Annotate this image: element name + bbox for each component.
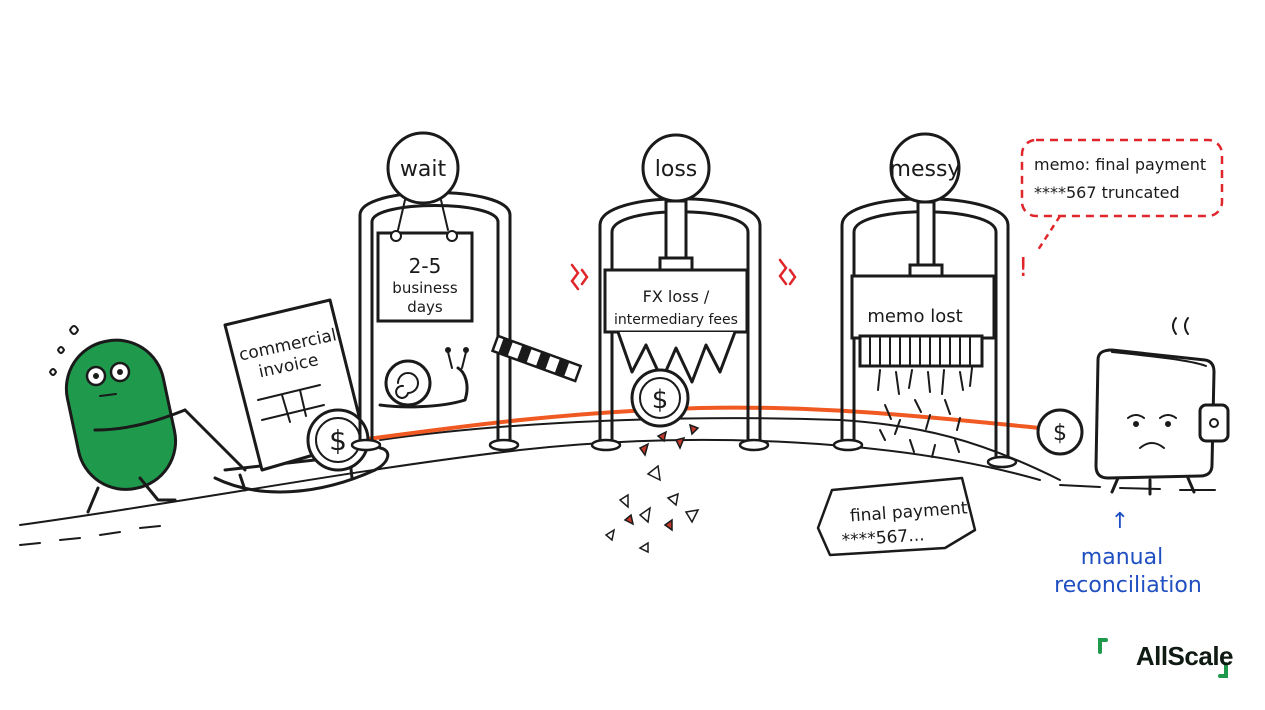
dollar-coin-cut: $ (630, 368, 690, 428)
wait-sign-line-1: 2-5 (409, 254, 442, 278)
snail-icon (378, 347, 469, 409)
reconciliation-note: ↑ manual reconciliation (1054, 509, 1202, 598)
station-wait-label: wait (400, 157, 447, 182)
brand-name: AllScale (1135, 640, 1234, 671)
sad-wallet (1094, 317, 1230, 496)
station-messy: messy memo lost final payment ****567... (816, 132, 1018, 557)
reconciliation-line-1: manual (1081, 545, 1163, 570)
green-character (49, 325, 187, 514)
shredder: memo lost (850, 274, 996, 458)
wait-sign-line-2: business (392, 279, 458, 297)
coin-fragments (604, 423, 700, 554)
station-loss-label: loss (655, 157, 698, 182)
loss-sign-line-2: intermediary fees (614, 312, 738, 328)
memo-bubble-line-2: ****567 truncated (1034, 183, 1180, 202)
road (19, 417, 1216, 546)
reconciliation-line-2: reconciliation (1054, 573, 1202, 598)
coin-symbol-1: $ (329, 424, 347, 457)
dollar-coin-wallet: $ (1036, 408, 1084, 456)
station-wait: wait 2-5 business days (350, 131, 583, 452)
station-messy-label: messy (890, 157, 961, 182)
station-loss: loss FX loss / intermediary fees $ (570, 133, 797, 554)
sweat-drops (49, 325, 79, 376)
loss-sign-line-1: FX loss / (643, 287, 710, 306)
money-path (358, 405, 1042, 442)
memo-bubble: memo: final payment ****567 truncated ! (1018, 138, 1224, 283)
brand-brackets (1098, 638, 1228, 678)
alert-mark: ! (1018, 253, 1028, 283)
reconciliation-arrow: ↑ (1111, 509, 1129, 534)
memo-scrap: final payment ****567... (816, 476, 977, 557)
coin-symbol-2: $ (652, 385, 669, 415)
brand-logo: AllScale (1135, 636, 1234, 676)
memo-bubble-line-1: memo: final payment (1034, 155, 1206, 174)
coin-symbol-3: $ (1053, 421, 1067, 446)
scissor-teeth (616, 331, 737, 384)
barrier-arm (490, 334, 583, 383)
wait-sign-line-3: days (407, 298, 443, 316)
shredder-label: memo lost (867, 306, 962, 327)
